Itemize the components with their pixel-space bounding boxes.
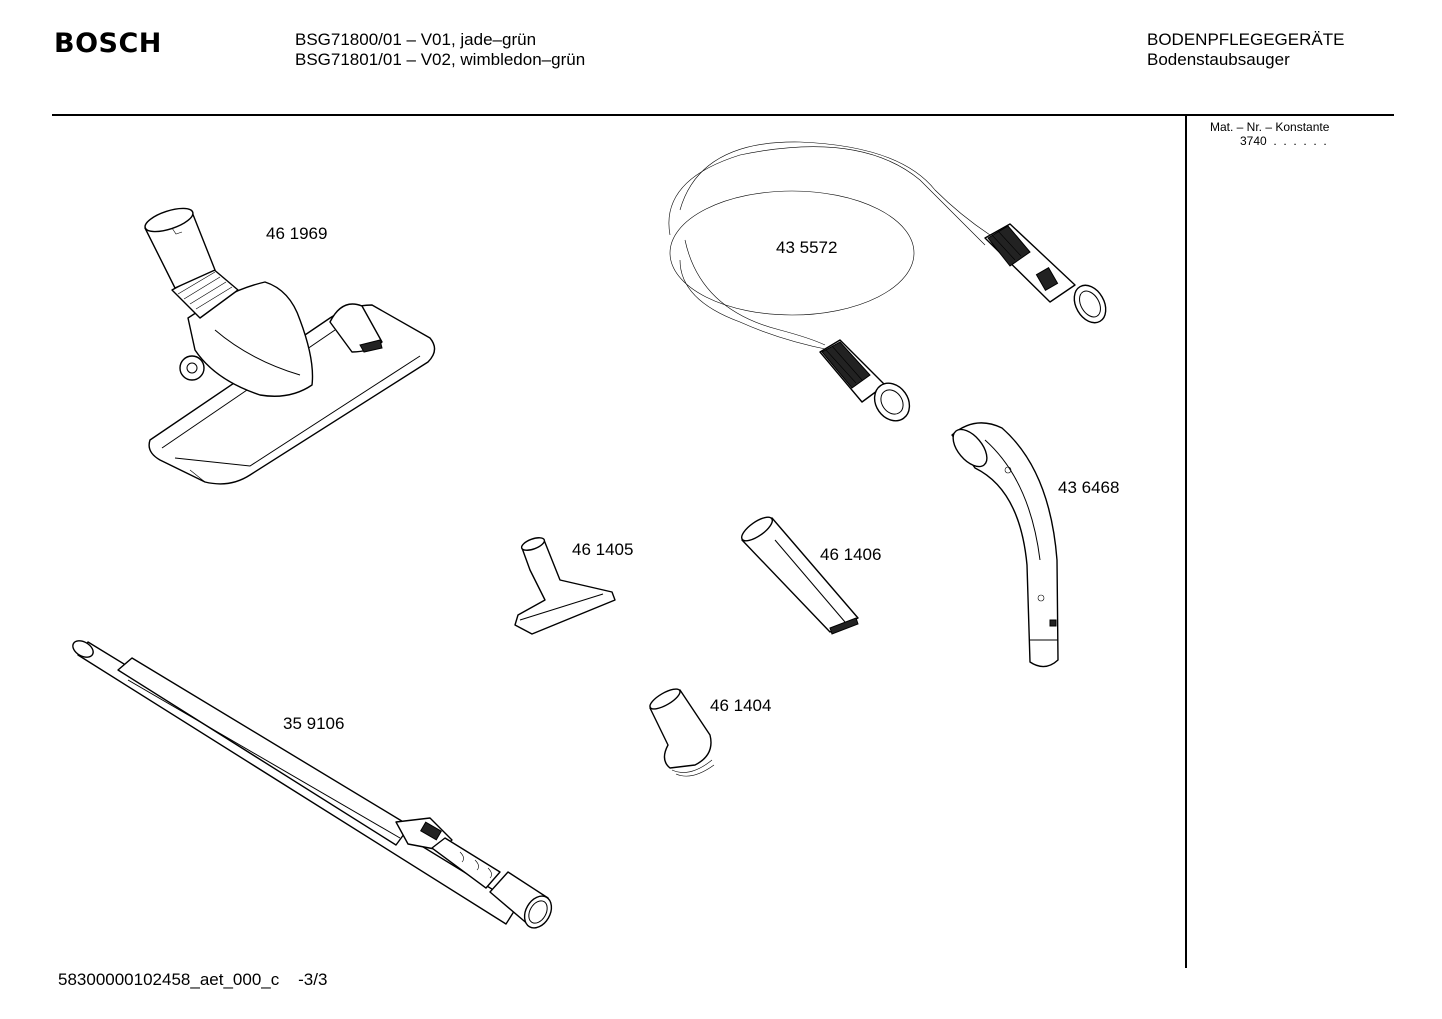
page-number: -3/3	[298, 970, 328, 989]
footer: 58300000102458_aet_000_c -3/3	[58, 970, 327, 990]
brand-logo: BOSCH	[54, 28, 162, 59]
part-label-handle: 43 6468	[1058, 478, 1120, 497]
model-line: BSG71801/01 – V02, wimbledon–grün	[295, 50, 586, 69]
telescopic-tube-drawing	[72, 640, 553, 929]
sidebar-divider	[1185, 116, 1187, 968]
document-id: 58300000102458_aet_000_c	[58, 970, 280, 989]
floor-nozzle-drawing	[144, 207, 436, 485]
header-divider	[52, 114, 1394, 116]
part-label-upholstery-nozzle: 46 1405	[572, 540, 634, 559]
upholstery-nozzle-drawing	[514, 537, 616, 635]
category-title: BODENPFLEGEGERÄTE	[1147, 30, 1345, 49]
handle-drawing	[951, 422, 1059, 668]
model-list: BSG71800/01 – V01, jade–grün BSG71801/01…	[295, 30, 585, 70]
small-nozzle-drawing	[649, 688, 715, 777]
part-label-crevice-nozzle: 46 1406	[820, 545, 882, 564]
material-number-heading: Mat. – Nr. – Konstante	[1210, 120, 1330, 134]
part-label-small-nozzle: 46 1404	[710, 696, 772, 715]
part-label-floor-nozzle: 46 1969	[266, 224, 328, 243]
part-label-hose: 43 5572	[776, 238, 838, 257]
material-number-block: Mat. – Nr. – Konstante 3740 . . . . . .	[1210, 120, 1329, 148]
hose-drawing	[668, 141, 1107, 422]
model-line: BSG71800/01 – V01, jade–grün	[295, 30, 537, 49]
material-number-value: 3740 . . . . . .	[1240, 134, 1327, 148]
category-block: BODENPFLEGEGERÄTE Bodenstaubsauger	[1147, 30, 1344, 70]
subcategory-title: Bodenstaubsauger	[1147, 50, 1290, 69]
part-label-telescopic-tube: 35 9106	[283, 714, 345, 733]
crevice-nozzle-drawing	[741, 516, 859, 635]
